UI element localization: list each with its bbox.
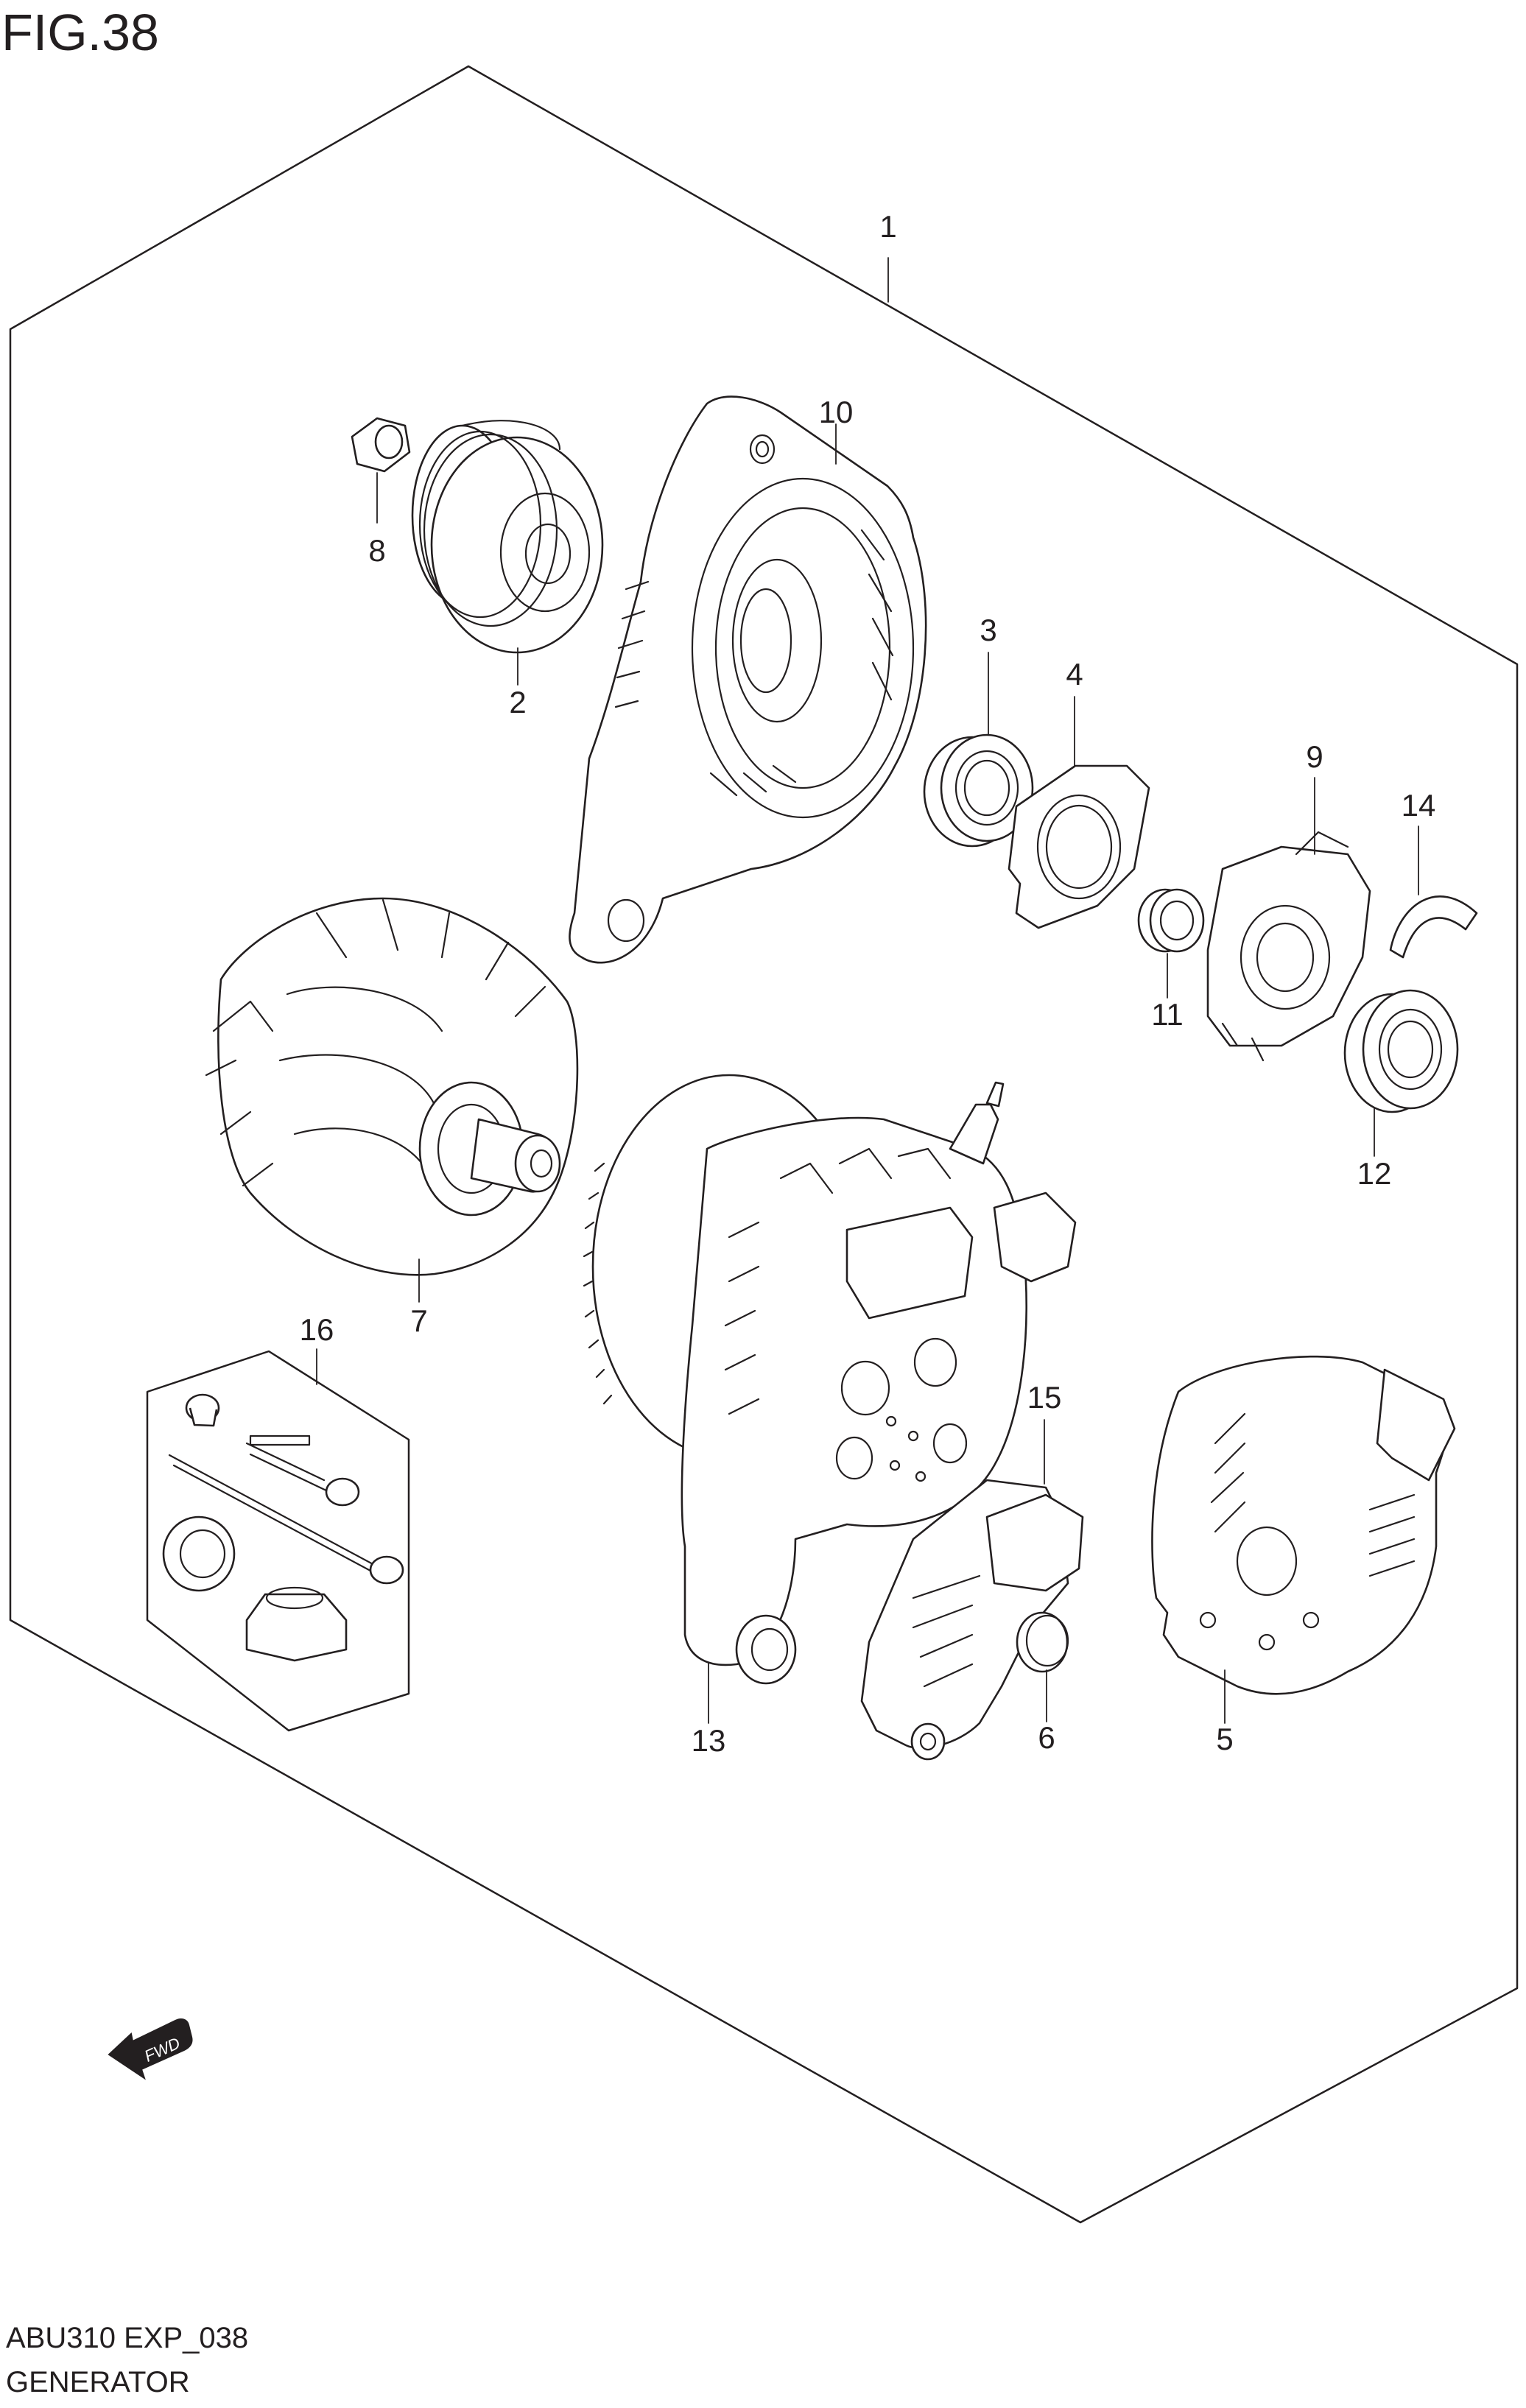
part-10-drive-end-frame[interactable] [569, 395, 927, 964]
callout-7: 7 [410, 1303, 427, 1338]
diagram-name: GENERATOR [6, 2366, 190, 2398]
part-5-rear-cover[interactable] [1151, 1355, 1456, 1695]
part-4-bearing-retainer[interactable] [1008, 764, 1150, 929]
callout-4: 4 [1066, 657, 1083, 691]
diagram-code: ABU310 EXP_038 [6, 2322, 248, 2354]
part-3-bearing[interactable] [923, 733, 1034, 848]
part-12-bearing[interactable] [1343, 989, 1459, 1113]
leader-lines [316, 257, 1419, 1724]
callout-12: 12 [1357, 1156, 1392, 1191]
part-2-pulley[interactable] [411, 420, 604, 654]
figure-title: FIG.38 [1, 4, 159, 61]
part-11-bearing-cover[interactable] [1137, 888, 1205, 953]
callout-3: 3 [980, 613, 996, 647]
fwd-arrow-icon [108, 2018, 193, 2080]
part-8-pulley-nut[interactable] [351, 417, 411, 473]
part-14-cover-cap[interactable] [1389, 895, 1478, 959]
callout-9: 9 [1306, 739, 1323, 774]
callout-15: 15 [1027, 1380, 1062, 1415]
fwd-direction-marker: FWD [108, 2018, 193, 2080]
callout-5: 5 [1216, 1722, 1233, 1756]
callout-2: 2 [509, 685, 526, 719]
callout-1: 1 [879, 209, 896, 244]
part-9-rectifier-holder[interactable] [1206, 831, 1371, 1062]
callout-16: 16 [300, 1312, 334, 1347]
assembly-boundary [9, 65, 1519, 2224]
callout-14: 14 [1402, 788, 1436, 823]
part-15-regulator[interactable] [860, 1479, 1084, 1761]
callout-11: 11 [1151, 997, 1184, 1032]
callout-6: 6 [1038, 1720, 1055, 1755]
callout-8: 8 [368, 533, 385, 568]
part-13-alternator-body[interactable] [583, 1074, 1077, 1685]
part-7-rotor[interactable] [205, 897, 579, 1276]
callout-10: 10 [819, 395, 854, 429]
part-6-terminal-cap[interactable] [1016, 1611, 1069, 1673]
part-16-bolt-kit[interactable] [146, 1350, 410, 1732]
callout-13: 13 [692, 1723, 726, 1758]
callout-labels: 1 2 3 4 5 6 7 8 9 10 11 12 13 14 15 16 [300, 209, 1436, 1758]
